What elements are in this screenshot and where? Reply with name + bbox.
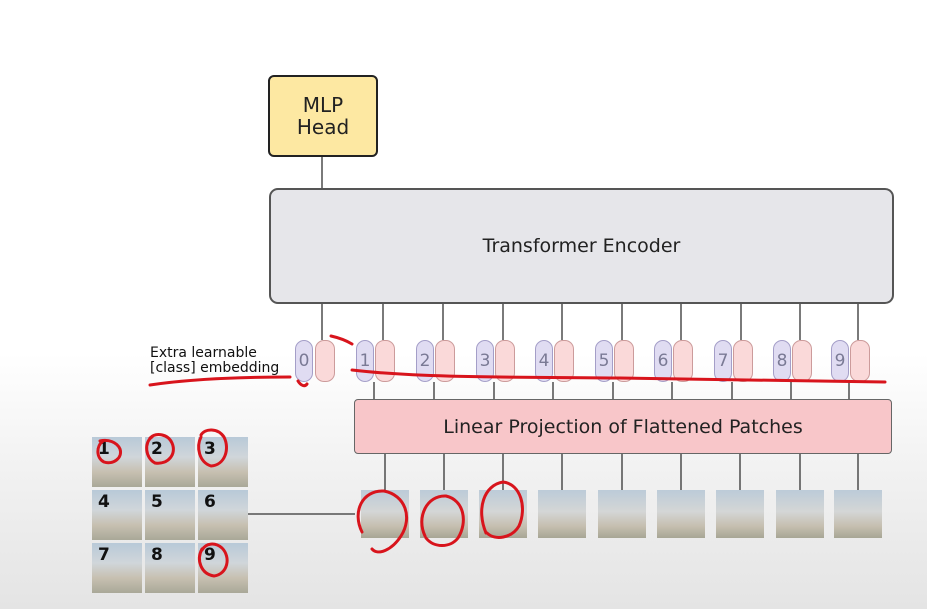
patch-embedding-5 <box>614 340 634 382</box>
patch-embedding-9 <box>850 340 870 382</box>
mlp-head-label-line2: Head <box>296 115 350 139</box>
position-embedding-3: 3 <box>476 340 494 382</box>
transformer-encoder-box: Transformer Encoder <box>269 188 894 304</box>
patch-embedding-3 <box>495 340 515 382</box>
class-embedding-label-line2: [class] embedding <box>150 360 280 376</box>
flattened-patch-3 <box>479 490 527 538</box>
position-embedding-7: 7 <box>714 340 732 382</box>
patch-embedding-1 <box>375 340 395 382</box>
grid-patch-5: 5 <box>145 490 195 540</box>
position-embedding-5: 5 <box>595 340 613 382</box>
flattened-patch-2 <box>420 490 468 538</box>
grid-patch-2: 2 <box>145 437 195 487</box>
position-embedding-2: 2 <box>416 340 434 382</box>
position-embedding-6: 6 <box>654 340 672 382</box>
mlp-head-box: MLP Head <box>268 75 378 157</box>
grid-patch-number: 3 <box>204 439 216 459</box>
flattened-patch-5 <box>598 490 646 538</box>
grid-patch-number: 6 <box>204 492 216 512</box>
class-token-embedding <box>315 340 335 382</box>
grid-patch-1: 1 <box>92 437 142 487</box>
linear-projection-label: Linear Projection of Flattened Patches <box>443 415 803 438</box>
position-embedding-4: 4 <box>535 340 553 382</box>
grid-patch-7: 7 <box>92 543 142 593</box>
grid-patch-number: 9 <box>204 545 216 565</box>
position-embedding-0: 0 <box>295 340 313 382</box>
transformer-encoder-label: Transformer Encoder <box>482 235 681 257</box>
grid-patch-number: 4 <box>98 492 110 512</box>
position-embedding-8: 8 <box>773 340 791 382</box>
flattened-patch-4 <box>538 490 586 538</box>
patch-embedding-4 <box>554 340 574 382</box>
position-embedding-9: 9 <box>831 340 849 382</box>
linear-projection-box: Linear Projection of Flattened Patches <box>354 399 892 454</box>
flattened-patch-7 <box>716 490 764 538</box>
grid-patch-9: 9 <box>198 543 248 593</box>
grid-patch-8: 8 <box>145 543 195 593</box>
grid-patch-number: 5 <box>151 492 163 512</box>
grid-patch-number: 2 <box>151 439 163 459</box>
flattened-patch-9 <box>834 490 882 538</box>
mlp-head-label-line1: MLP <box>302 93 344 117</box>
patch-embedding-2 <box>435 340 455 382</box>
grid-patch-4: 4 <box>92 490 142 540</box>
grid-patch-number: 7 <box>98 545 110 565</box>
position-embedding-1: 1 <box>356 340 374 382</box>
patch-embedding-7 <box>733 340 753 382</box>
flattened-patch-6 <box>657 490 705 538</box>
patch-embedding-8 <box>792 340 812 382</box>
class-embedding-label-line1: Extra learnable <box>150 345 257 361</box>
grid-patch-number: 1 <box>98 439 110 459</box>
class-embedding-label: Extra learnable [class] embedding <box>150 346 279 376</box>
flattened-patch-1 <box>361 490 409 538</box>
flattened-patch-8 <box>776 490 824 538</box>
grid-patch-6: 6 <box>198 490 248 540</box>
grid-patch-number: 8 <box>151 545 163 565</box>
patch-embedding-6 <box>673 340 693 382</box>
grid-patch-3: 3 <box>198 437 248 487</box>
